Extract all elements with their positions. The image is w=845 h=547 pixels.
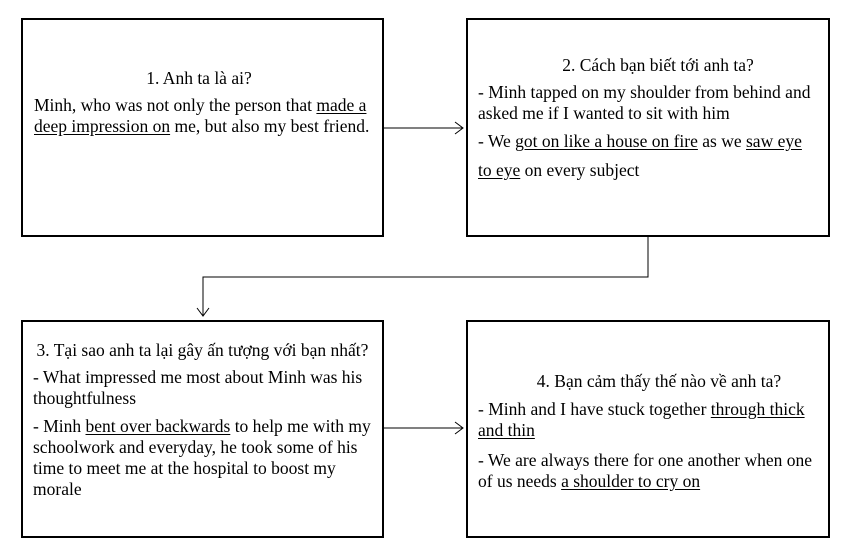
- box-why-impressive: 3. Tại sao anh ta lại gây ấn tượng với b…: [21, 320, 384, 538]
- box4-item2-pre: - We are always there for one another wh…: [478, 450, 813, 491]
- box4-item1-pre: - Minh and I have stuck together: [478, 399, 711, 419]
- box2-underlined-phrase-2: saw eye to eye: [478, 131, 802, 180]
- arrow-box2-to-box3: [196, 237, 649, 317]
- box3-title: 3. Tại sao anh ta lại gây ấn tượng với b…: [36, 340, 369, 360]
- box3-underlined-phrase: bent over backwards: [85, 416, 231, 436]
- arrow-box3-to-box4: [384, 421, 464, 435]
- box2-item2-mid: as we: [697, 131, 746, 151]
- box1-underlined-phrase: made a deep impression on: [34, 95, 367, 136]
- box4-item-2: - We are always there for one another wh…: [478, 450, 818, 492]
- box4-title: 4. Bạn cảm thấy thế nào về anh ta?: [536, 371, 782, 391]
- box1-title: 1. Anh ta là ai?: [146, 68, 252, 88]
- box3-item2-post: to help me with my schoolwork and everyd…: [33, 416, 371, 499]
- box1-text-pre: Minh, who was not only the person that: [34, 95, 317, 115]
- box4-underlined-phrase-1: through thick and thin: [478, 399, 805, 440]
- box-how-you-met: 2. Cách bạn biết tới anh ta? - Minh tapp…: [466, 18, 830, 237]
- box1-text-post: me, but also my best friend.: [170, 116, 370, 136]
- box2-underlined-phrase-1: got on like a house on fire: [515, 131, 698, 151]
- box4-item-1: - Minh and I have stuck together through…: [478, 399, 818, 441]
- box4-underlined-phrase-2: a shoulder to cry on: [561, 471, 701, 491]
- box2-item2-pre: - We: [478, 131, 516, 151]
- box-who-is-he: 1. Anh ta là ai? Minh, who was not only …: [21, 18, 384, 237]
- box2-item-1: - Minh tapped on my shoulder from behind…: [478, 82, 811, 123]
- box2-item-2: - We got on like a house on fire as we s…: [478, 127, 818, 185]
- box-how-you-feel: 4. Bạn cảm thấy thế nào về anh ta? - Min…: [466, 320, 830, 538]
- box3-item-1: - What impressed me most about Minh was …: [33, 367, 363, 408]
- box3-item2-pre: - Minh: [33, 416, 86, 436]
- box2-title: 2. Cách bạn biết tới anh ta?: [562, 55, 754, 75]
- box2-item2-post: on every subject: [520, 160, 640, 180]
- box1-text: Minh, who was not only the person that m…: [34, 95, 372, 137]
- box3-item-2: - Minh bent over backwards to help me wi…: [33, 416, 372, 500]
- arrow-box1-to-box2: [384, 121, 464, 135]
